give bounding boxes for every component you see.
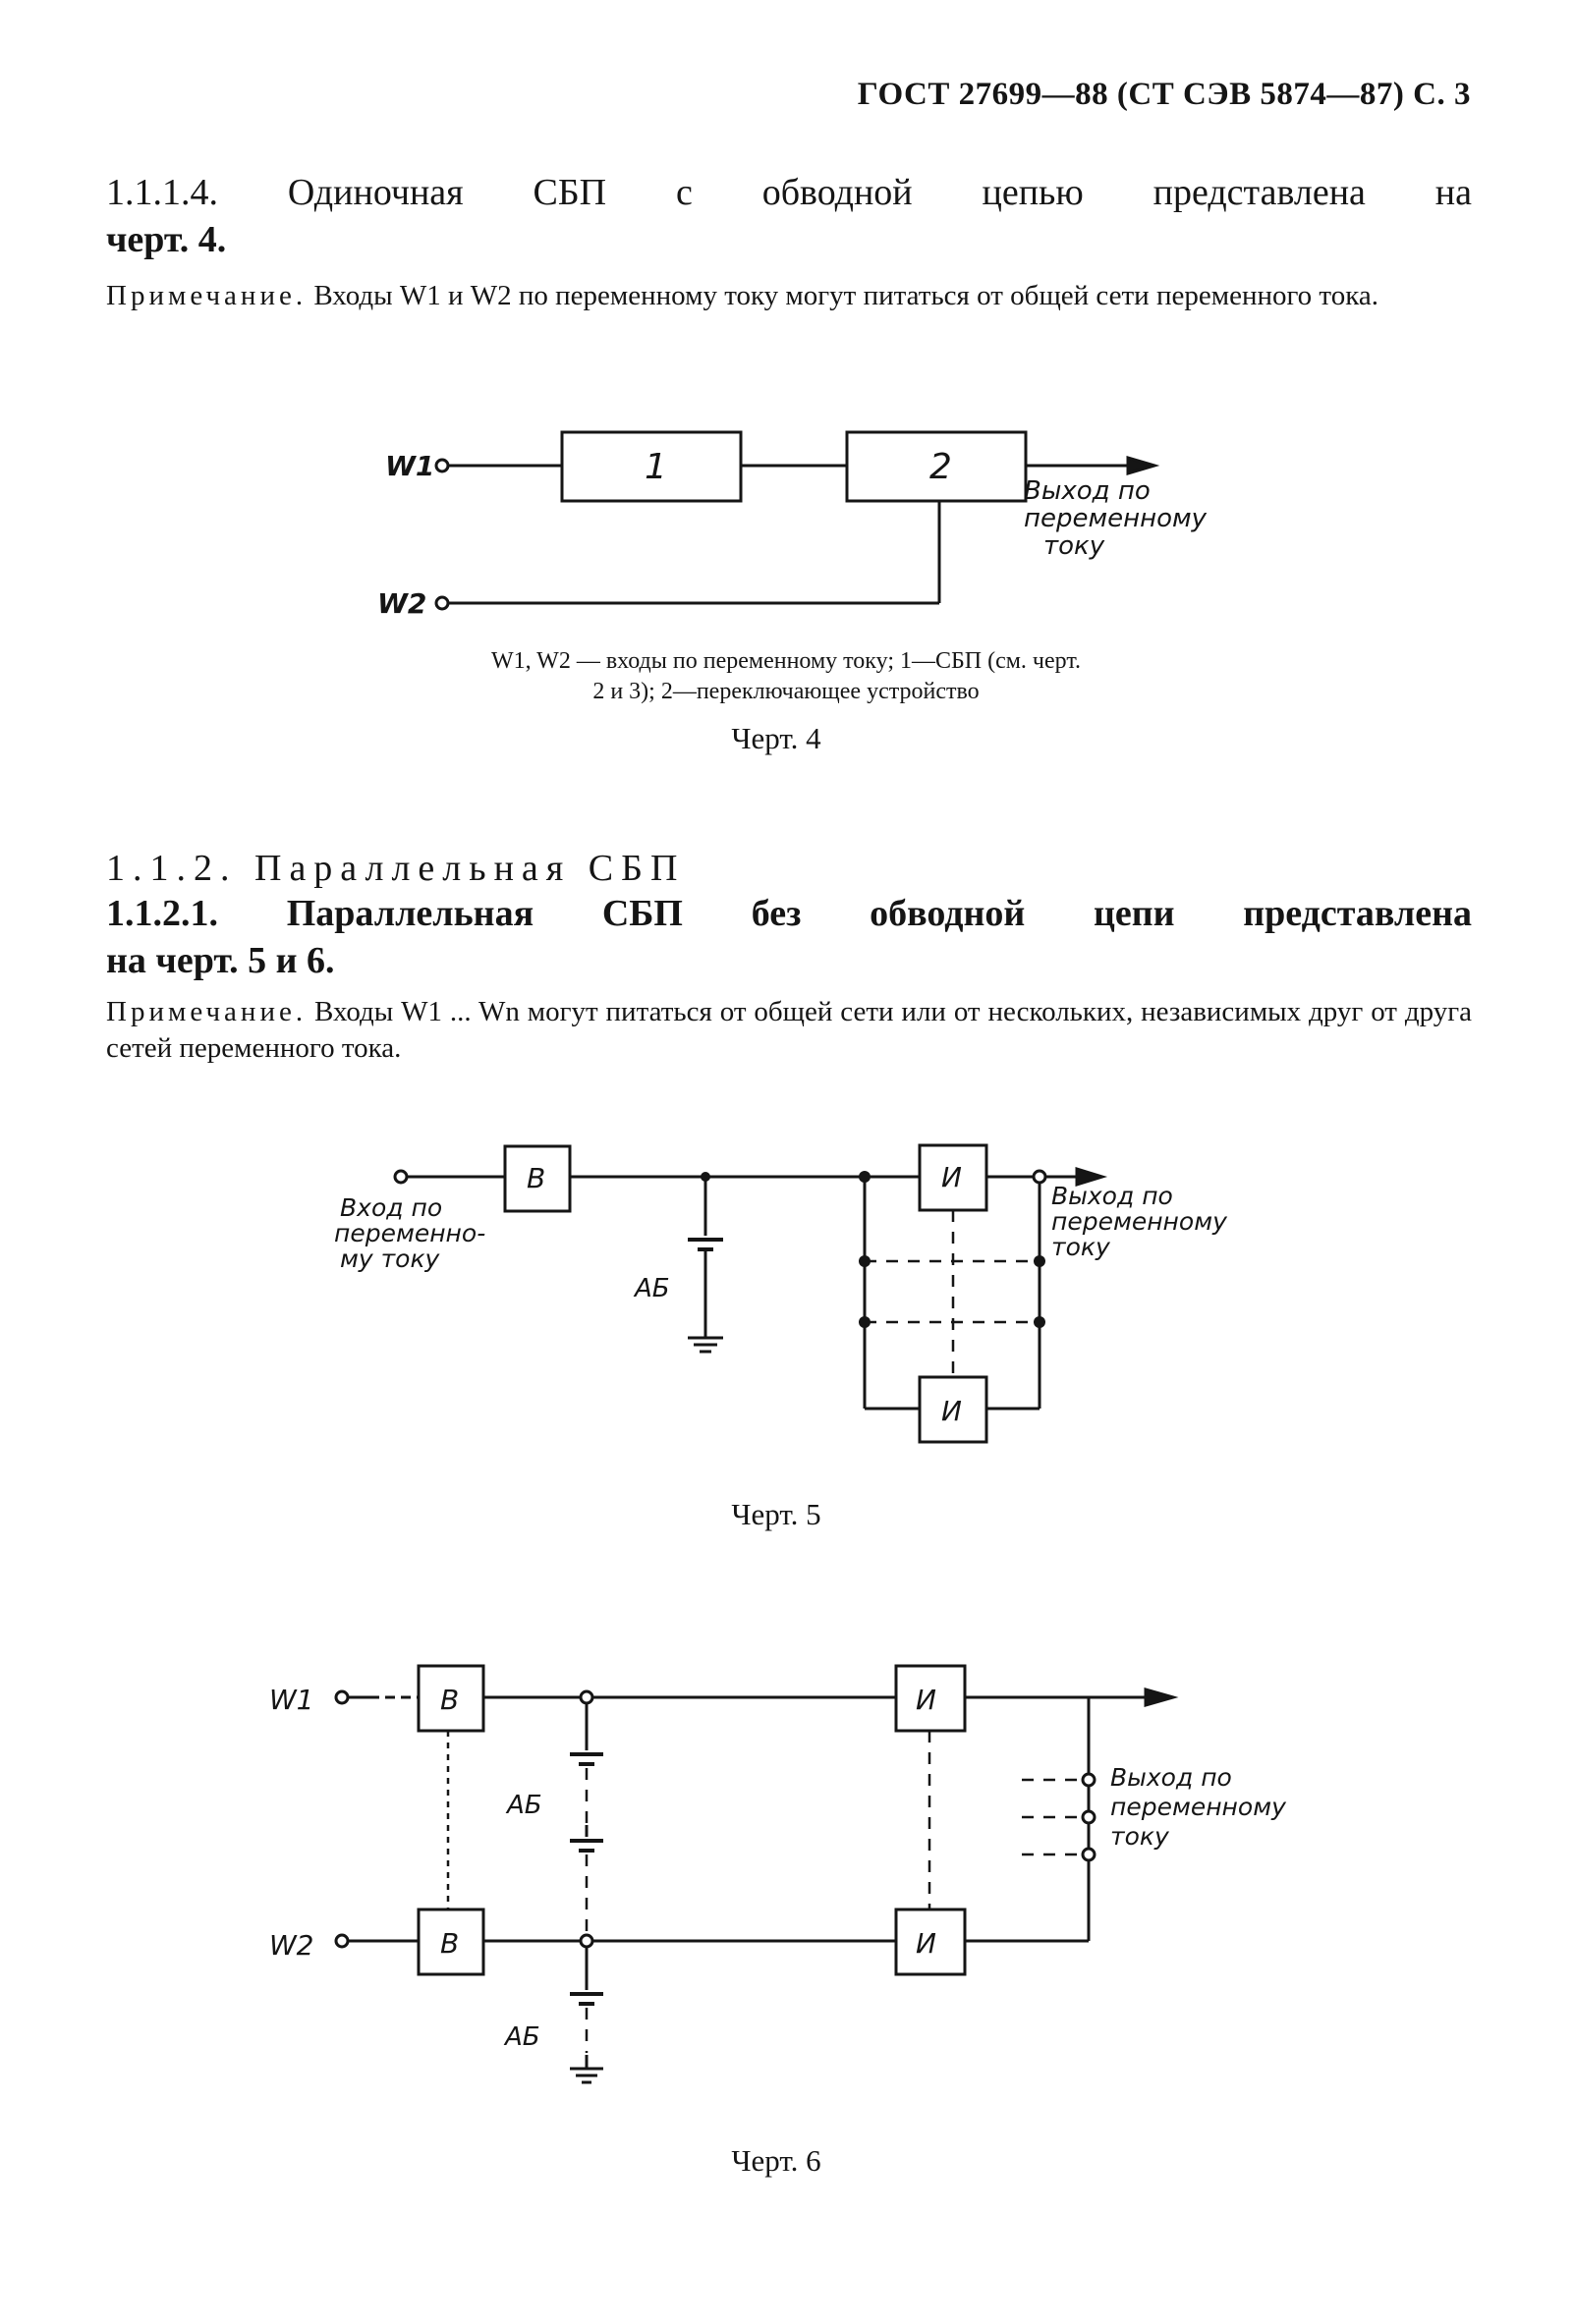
fig6-output-terminal-3 [1081,1847,1096,1862]
fig6-output-terminal-1 [1081,1772,1096,1788]
fig6-w1-label: W1 [269,1684,314,1716]
section-1-1-1-4: 1.1.1.4. Одиночная СБП с обводной цепью … [106,169,1472,263]
fig6-w2-terminal [334,1933,350,1949]
fig4-output-arrow [1126,455,1160,476]
fig5-output-line1: Выход по [1051,1182,1173,1210]
fig6-w1-terminal [334,1689,350,1705]
fig6-battery2-label: АБ [503,2022,540,2052]
fig6-output-arrow [1144,1688,1179,1707]
fig5-input-line2: переменно- [334,1219,485,1247]
fig4-w2-label: W2 [377,587,426,620]
fig5-rectifier-label: В [527,1162,545,1194]
fig4-block-1-label: 1 [645,447,667,487]
note-1-text: Входы W1 и W2 по переменному току могут … [313,280,1378,311]
fig4-output-line2: переменному [1024,504,1208,533]
fig4-block-2-label: 2 [929,447,952,487]
note-2-text: Входы W1 ... Wn могут питаться от общей … [106,996,1473,1064]
fig5-battery-label: АБ [633,1274,670,1303]
section-1-1-2-1-line1: 1.1.2.1. Параллельная СБП без обводной ц… [106,893,1472,934]
fig5-inverter-bottom-label: И [941,1395,962,1427]
fig4-caption: Черт. 4 [731,721,821,755]
note-1-label: Примечание. [106,280,308,311]
fig5-rectifier-box [503,1144,572,1213]
section-1-1-1-4-line1: 1.1.1.4. Одиночная СБП с обводной цепью … [106,172,1472,213]
fig4-legend-line2: 2 и 3); 2—переключающее устройство [592,679,980,704]
fig4-legend: W1, W2 — входы по переменному току; 1—СБ… [324,646,1248,707]
fig5-caption: Черт. 5 [731,1497,821,1531]
section-1-1-2: 1.1.2. Параллельная СБП [106,845,1472,892]
fig6-output-line3: току [1110,1822,1170,1851]
section-1-1-2-title: 1.1.2. Параллельная СБП [106,848,686,889]
fig6-output-line1: Выход по [1110,1763,1232,1792]
fig6-inverter1-label: И [916,1684,936,1716]
fig6-output-terminal-2 [1081,1809,1096,1825]
fig4-w1-label: W1 [385,450,434,482]
fig5-input-line3: му току [340,1245,441,1273]
note-2-label: Примечание. [106,996,308,1027]
fig5-output-terminal [1032,1169,1047,1185]
note-2: Примечание. Входы W1 ... Wn могут питать… [106,994,1472,1067]
fig6-rectifier1-label: В [440,1684,459,1716]
page-header: ГОСТ 27699—88 (СТ СЭВ 5874—87) С. 3 [857,77,1471,112]
fig5-inverter-bottom-box [918,1375,988,1444]
section-1-1-2-1-line2: на черт. 5 и 6. [106,940,335,981]
fig5-output-line3: току [1051,1233,1111,1261]
fig4-legend-line1: W1, W2 — входы по переменному току; 1—СБ… [490,648,1082,674]
fig5-input-line1: Вход по [340,1193,442,1222]
fig6-battery1-label: АБ [505,1791,542,1820]
section-1-1-1-4-line2: черт. 4. [106,219,227,260]
fig4-output-line3: току [1043,531,1105,561]
fig6-w2-label: W2 [269,1929,314,1962]
fig6-caption: Черт. 6 [731,2143,821,2178]
fig5-inverter-top-label: И [941,1161,962,1193]
fig5-output-line2: переменному [1051,1207,1228,1236]
fig6-inverter2-label: И [916,1927,936,1960]
fig4-output-line1: Выход по [1024,476,1151,506]
note-1: Примечание. Входы W1 и W2 по переменному… [106,278,1472,314]
fig6-rectifier2-label: В [440,1927,459,1960]
section-1-1-2-1: 1.1.2.1. Параллельная СБП без обводной ц… [106,890,1472,984]
fig6-output-line2: переменному [1110,1793,1287,1821]
